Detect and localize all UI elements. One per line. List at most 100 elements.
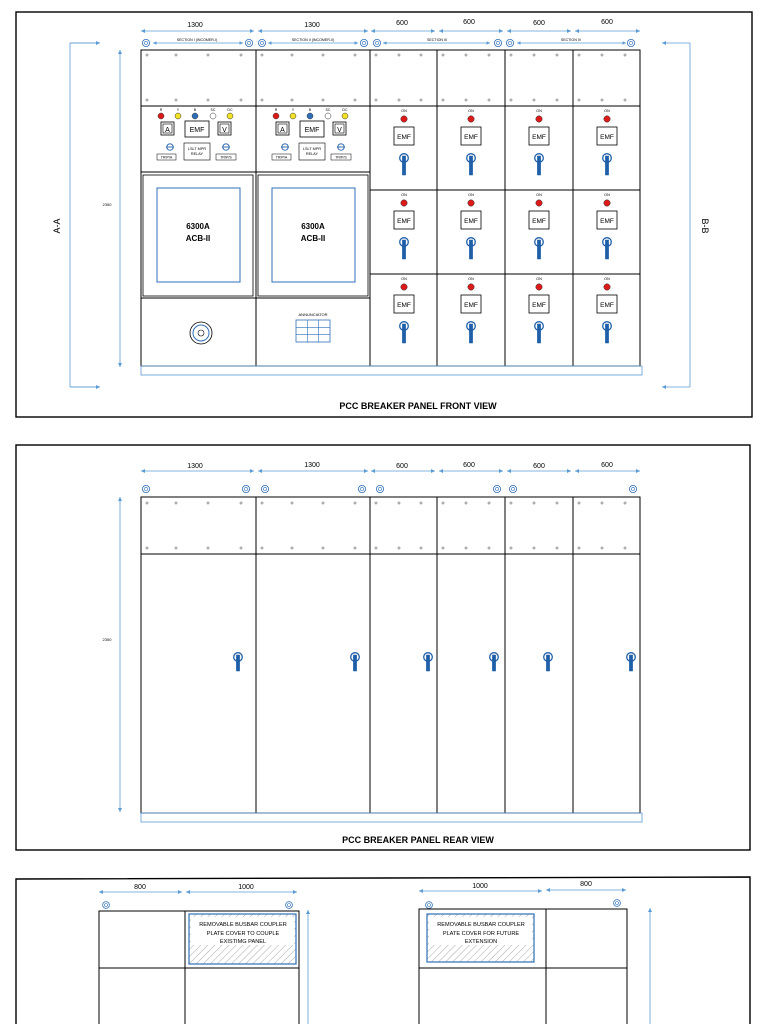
rotary-handle-icon [602,237,612,260]
right-side-dimensions [419,888,652,1024]
bolt-icon [419,98,423,102]
voltmeter-label: V [222,127,227,134]
trip-label: TRIP/S [335,156,347,160]
section-4-label: SECTION IV [561,38,582,42]
bolt-icon [441,546,445,550]
lamp-label: B [309,108,312,112]
rear-width-3: 600 [396,463,408,470]
feeder-emf-label: EMF [600,134,614,141]
right-cover-line-1: REMOVABLE BUSBAR COUPLER [437,922,525,928]
bolt-icon [600,501,604,505]
bolt-icon [555,546,559,550]
bolt-icon [509,53,513,57]
front-width-1: 1300 [187,22,203,29]
emf-label: EMF [305,127,320,134]
indicator-lamp-icon [272,112,280,120]
front-width-3: 600 [396,20,408,27]
selector-switch-icon [337,143,345,151]
bolt-icon [290,546,294,550]
feeder-on-label: ON [468,277,474,281]
emf-meter [184,120,210,138]
relay-label: LSLT MPR [188,147,206,151]
ammeter [160,121,175,136]
emf-label: EMF [190,127,205,134]
on-lamp-icon [603,199,611,207]
door-handle-icon [423,652,433,672]
bolt-icon [577,53,581,57]
bolt-icon [174,546,178,550]
left-coupler-cover: REMOVABLE BUSBAR COUPLER PLATE COVER TO … [188,913,297,965]
bolt-icon [509,501,513,505]
rear-width-dimensions [118,469,640,812]
trip-label: TRIP/A [276,156,288,160]
door-handle-icon [543,652,553,672]
front-lifting-lugs [141,39,636,48]
bolt-icon [145,501,149,505]
lifting-lug-icon [372,39,381,48]
bolt-icon [555,53,559,57]
bolt-icon [260,501,264,505]
door-handle-icon [626,652,636,672]
front-base-frame [140,365,643,376]
feeder-on-label: ON [401,109,407,113]
section-a-a-label: A-A [52,218,62,233]
left-cover-line-2: PLATE COVER TO COUPLE [207,931,280,937]
door-handle-icon [350,652,360,672]
left-cover-line-1: REMOVABLE BUSBAR COUPLER [199,922,287,928]
rear-width-4: 600 [463,462,475,469]
trip-tag [271,153,292,161]
right-cover-line-2: PLATE COVER FOR FUTURE [443,931,520,937]
trip-label: TRIP/A [161,156,173,160]
feeder-emf-meter [393,210,415,230]
bolt-icon [600,53,604,57]
indicator-lamp-icon [157,112,165,120]
bolt-icon [464,546,468,550]
on-lamp-icon [467,283,475,291]
bolt-icon [145,53,149,57]
lifting-lug-icon [627,39,636,48]
bolt-icon [509,546,513,550]
relay-box [183,142,211,161]
bolt-icon [374,546,378,550]
bolt-icon [397,501,401,505]
bolt-icon [464,98,468,102]
bolt-icon [239,53,243,57]
acb-2-rating: 6300A [301,222,325,231]
front-panel-outlines [140,49,641,367]
bolt-icon [321,546,325,550]
bolt-icon [353,53,357,57]
bolt-icon [532,501,536,505]
on-lamp-icon [400,283,408,291]
selector-switch-icon [222,143,230,151]
trip-tag [156,153,177,161]
bolt-icon [290,53,294,57]
feeder-emf-label: EMF [532,302,546,309]
rear-top-bolts [145,501,627,550]
feeder-module: ON EMF [460,277,482,344]
bolt-icon [321,98,325,102]
bolt-icon [577,546,581,550]
indicator-lamp-icon [341,112,349,120]
front-side-dimensions [69,41,691,389]
rotary-handle-icon [534,237,544,260]
feeder-on-label: ON [468,193,474,197]
section-1-label: SECTION I (INCOMER-I) [177,38,218,42]
bolt-icon [397,53,401,57]
feeder-emf-meter [393,294,415,314]
lifting-lug-icon [244,39,253,48]
lifting-lug-icon [359,39,368,48]
bolt-icon [397,98,401,102]
on-lamp-icon [467,199,475,207]
feeder-emf-label: EMF [464,302,478,309]
section-b-b-label: B-B [700,218,710,233]
bolt-icon [441,98,445,102]
right-coupler-cover: REMOVABLE BUSBAR COUPLER PLATE COVER FOR… [426,913,535,963]
bolt-icon [206,53,210,57]
indicator-lamp-icon [209,112,217,120]
front-view-title: PCC BREAKER PANEL FRONT VIEW [339,401,497,411]
front-width-5: 600 [533,20,545,27]
trip-tag [330,153,352,161]
